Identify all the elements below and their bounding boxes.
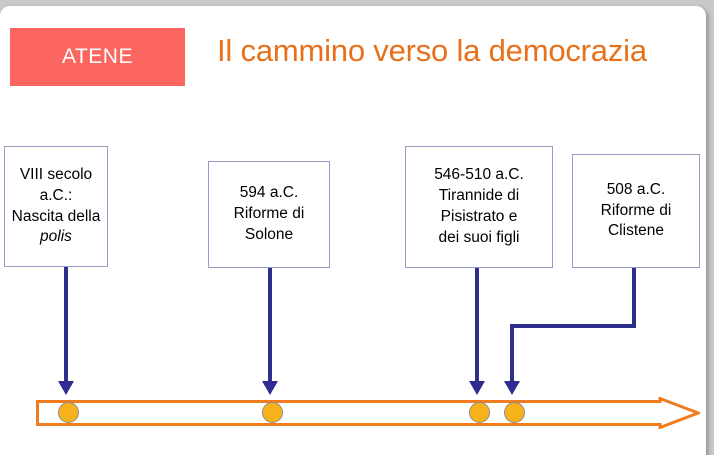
page-title: Il cammino verso la democrazia <box>217 33 647 68</box>
event-box-text: VIII secolo a.C.: Nascita della polis <box>11 165 101 246</box>
atene-badge-label: ATENE <box>62 45 133 68</box>
event-box-tirannide-pisistrato[interactable]: 546-510 a.C. Tirannide di Pisistrato e d… <box>405 146 553 268</box>
event-box-text: 508 a.C. Riforme di Clistene <box>600 180 672 240</box>
timeline-marker-riforme-clistene[interactable] <box>504 402 525 423</box>
connector-segment-horizontal <box>510 324 636 328</box>
event-box-nascita-polis[interactable]: VIII secolo a.C.: Nascita della polis <box>4 146 108 267</box>
timeline-arrow-shape <box>36 397 700 429</box>
connector-segment-vertical <box>64 267 68 383</box>
connector-arrowhead-icon <box>469 381 485 395</box>
connector-arrowhead-icon <box>262 381 278 395</box>
event-box-text: 546-510 a.C. Tirannide di Pisistrato e d… <box>434 166 524 246</box>
connector-segment-vertical <box>475 268 479 383</box>
connector-arrowhead-icon <box>504 381 520 395</box>
atene-badge: ATENE <box>10 28 185 86</box>
event-box-riforme-solone[interactable]: 594 a.C. Riforme di Solone <box>208 161 330 268</box>
timeline-marker-tirannide-pisistrato[interactable] <box>469 402 490 423</box>
timeline-marker-nascita-polis[interactable] <box>58 402 79 423</box>
connector-arrowhead-icon <box>58 381 74 395</box>
event-box-emphasis: polis <box>40 228 72 246</box>
event-box-text: 594 a.C. Riforme di Solone <box>233 184 305 243</box>
connector-segment-vertical-lower <box>510 324 514 383</box>
slide-canvas: ATENE Il cammino verso la democrazia VII… <box>0 6 706 455</box>
timeline-marker-riforme-solone[interactable] <box>262 402 283 423</box>
timeline-arrow <box>36 397 700 429</box>
connector-segment-vertical <box>268 268 272 383</box>
event-box-riforme-clistene[interactable]: 508 a.C. Riforme di Clistene <box>572 154 700 268</box>
connector-segment-vertical-upper <box>632 268 636 328</box>
